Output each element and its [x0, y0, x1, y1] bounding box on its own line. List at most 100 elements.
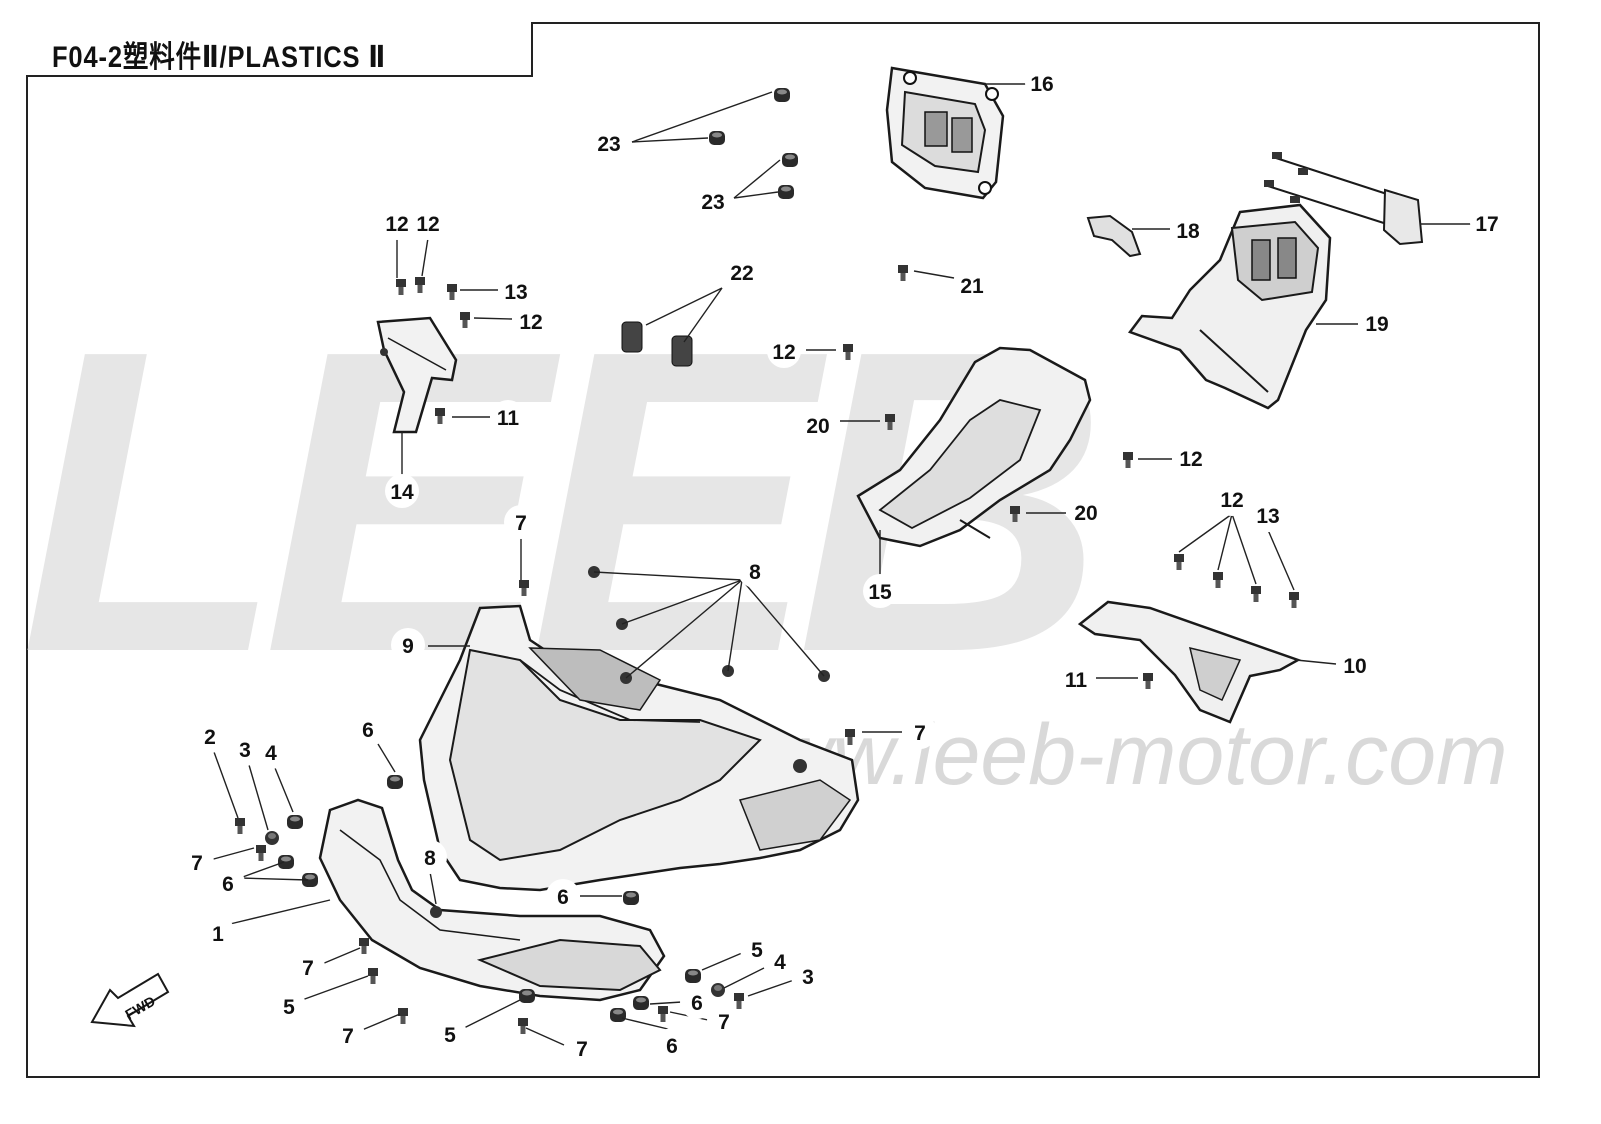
leader-line-c-1 [229, 899, 331, 925]
callout-c-23a: 23 [597, 133, 620, 156]
leader-line-c-23a [631, 137, 709, 143]
callout-c-2: 2 [204, 726, 216, 749]
leader-line-c-12f [1178, 513, 1233, 553]
callout-bg-c-6e [655, 1028, 689, 1062]
callout-bg-c-11a [491, 400, 525, 434]
leader-line-c-5b [301, 975, 369, 1001]
callout-bg-c-13b [1251, 498, 1285, 532]
callout-bg-c-2 [193, 719, 227, 753]
callout-bg-c-12d [767, 334, 801, 368]
leader-line-c-23b [733, 159, 781, 199]
leader-line-c-4b [723, 967, 765, 989]
part-15-inner-panel [843, 344, 1133, 548]
leader-line-c-22 [645, 287, 723, 326]
callout-bg-c-10 [1338, 648, 1372, 682]
callout-bg-c-14 [385, 474, 419, 508]
leader-line-c-7f [361, 1013, 401, 1031]
callout-bg-c-7f [331, 1018, 365, 1052]
callout-c-11b: 11 [1065, 669, 1088, 692]
callout-bg-c-19 [1360, 306, 1394, 340]
leader-line-c-8a [741, 579, 825, 677]
callout-bg-c-7b [903, 715, 937, 749]
leader-line-c-3b [747, 979, 795, 997]
callout-bg-c-13a [499, 274, 533, 308]
leader-line-c-6a [377, 743, 396, 773]
callout-bg-c-8a [738, 554, 772, 588]
callout-bg-c-7e [707, 1004, 741, 1038]
callout-c-7a: 7 [515, 512, 527, 535]
callout-bg-c-5b [272, 989, 306, 1023]
leader-line-c-12f [1231, 513, 1257, 585]
leader-line-c-6e [621, 1017, 673, 1031]
callout-c-3a: 3 [239, 739, 251, 762]
part-17-bracket-rods [1264, 152, 1424, 246]
callout-c-7f: 7 [342, 1025, 354, 1048]
callout-c-6c: 6 [557, 886, 569, 909]
leader-line-c-8a [621, 579, 743, 625]
callout-bg-c-12a [380, 206, 414, 240]
leader-line-c-6b [239, 861, 285, 879]
leader-line-c-8a [625, 579, 743, 679]
callout-bg-c-15 [863, 574, 897, 608]
callout-bg-c-9 [391, 628, 425, 662]
leader-line-c-8a [593, 571, 743, 581]
callout-bg-c-12b [411, 206, 445, 240]
callout-c-20a: 20 [806, 415, 829, 438]
leader-line-c-8a [727, 579, 743, 672]
callout-c-9: 9 [402, 635, 414, 658]
callout-c-14: 14 [390, 481, 414, 504]
fwd-arrow-icon: FWD [90, 972, 170, 1028]
callout-c-7g: 7 [576, 1038, 588, 1061]
callout-bg-c-7a [504, 505, 538, 539]
callout-c-6b: 6 [222, 873, 234, 896]
callout-bg-c-7d [291, 950, 325, 984]
leader-line-c-23b [733, 191, 779, 199]
part-1-lower-fairing [235, 798, 744, 1034]
leader-line-c-12c [473, 317, 513, 320]
callout-c-6a: 6 [362, 719, 374, 742]
callout-bg-c-5c [433, 1017, 467, 1051]
callout-c-23b: 23 [701, 191, 724, 214]
callout-c-8b: 8 [424, 847, 436, 870]
leader-line-c-23a [631, 91, 773, 143]
callout-bg-c-23b [696, 184, 730, 218]
callout-bg-c-6d [680, 985, 714, 1019]
callout-c-12c: 12 [519, 311, 542, 334]
callout-c-4a: 4 [265, 742, 277, 765]
callout-c-6e: 6 [666, 1035, 678, 1058]
callout-bg-c-12c [514, 304, 548, 338]
callout-c-10: 10 [1343, 655, 1366, 678]
callout-bg-c-17 [1470, 206, 1504, 240]
leader-line-c-7c [209, 847, 255, 861]
leader-line-c-7g [525, 1027, 565, 1046]
part-10-lower-cover [1077, 554, 1302, 724]
part-18-clip [1086, 214, 1142, 258]
callout-c-15: 15 [868, 581, 892, 604]
callout-bg-c-3a [228, 732, 262, 766]
leader-line-c-4a [274, 767, 294, 813]
callout-bg-c-20a [801, 408, 835, 442]
part-16-mount-plate [885, 66, 1005, 200]
leader-lines [209, 83, 1472, 1046]
callout-bg-c-11b [1059, 662, 1093, 696]
callout-bg-c-20b [1069, 495, 1103, 529]
callout-bg-c-8b [413, 840, 447, 874]
page-title: F04-2塑料件Ⅱ/PLASTICS Ⅱ [52, 41, 386, 74]
leader-line-c-3a [248, 764, 269, 831]
callout-bg-c-7c [180, 845, 214, 879]
callout-c-17: 17 [1475, 213, 1498, 236]
callout-c-21: 21 [960, 275, 984, 298]
callout-bg-c-6a [351, 712, 385, 746]
leader-line-c-21 [913, 270, 955, 279]
leader-line-c-13b [1267, 529, 1295, 591]
callout-bg-c-12f [1215, 482, 1249, 516]
callout-c-5b: 5 [283, 996, 295, 1019]
callout-c-6d: 6 [691, 992, 703, 1015]
part-14-bracket [376, 277, 470, 434]
part-9-upper-cowl [387, 566, 860, 892]
callout-c-4b: 4 [774, 951, 786, 974]
leader-line-c-8b [429, 871, 437, 905]
callout-c-8a: 8 [749, 561, 761, 584]
